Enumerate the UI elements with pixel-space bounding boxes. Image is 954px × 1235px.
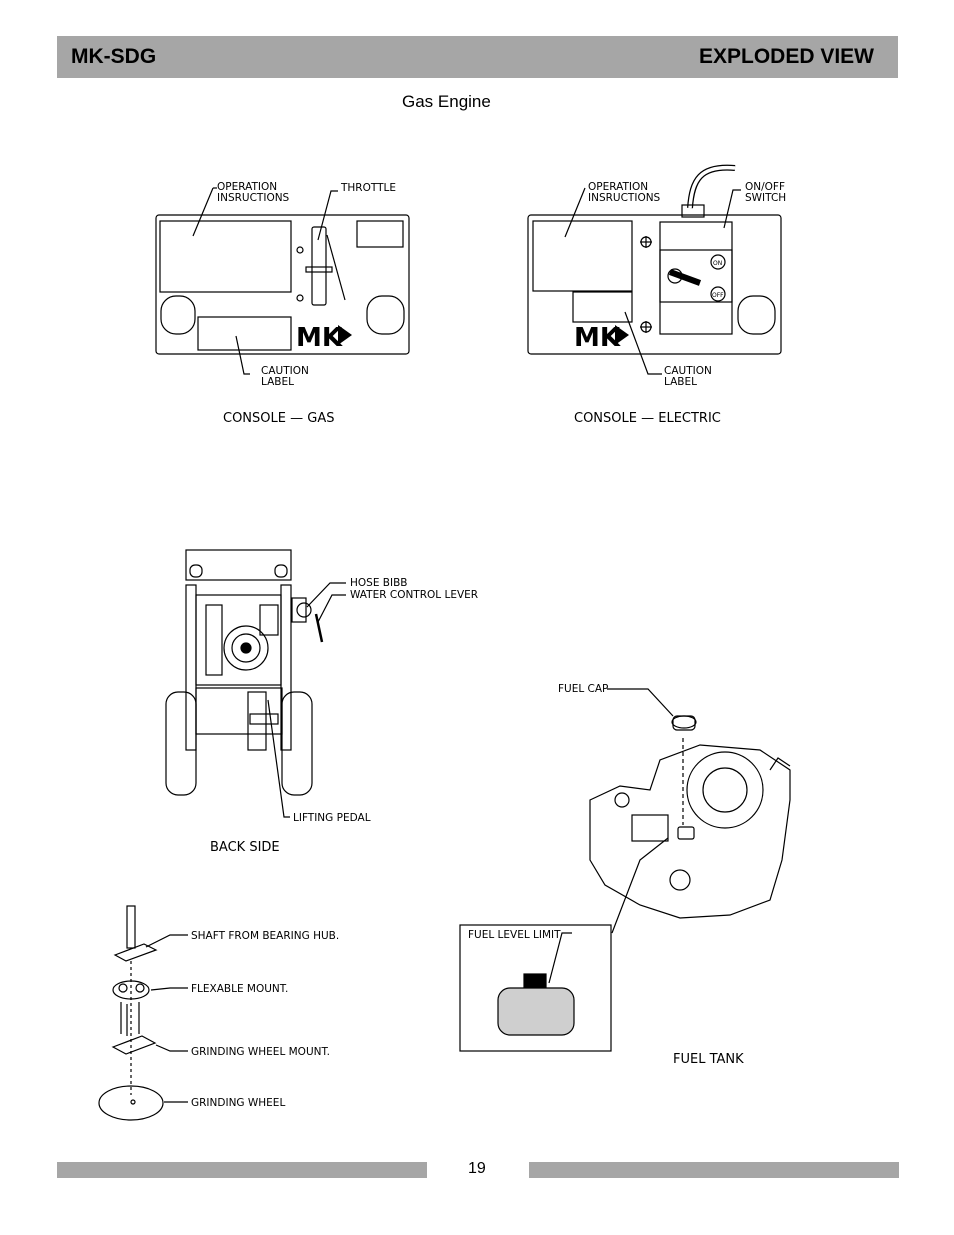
console-gas: MK OPERATION INSRUCTIONS THROTTLE CAUTIO… xyxy=(155,181,410,426)
page-subtitle: Gas Engine xyxy=(402,92,491,111)
caption-console-electric: CONSOLE — ELECTRIC xyxy=(574,411,721,426)
wheel-assembly: SHAFT FROM BEARING HUB. FLEXABLE MOUNT. … xyxy=(98,905,339,1121)
label-lifting-pedal: LIFTING PEDAL xyxy=(293,812,371,824)
back-side-view: HOSE BIBB WATER CONTROL LEVER LIFTING PE… xyxy=(165,549,478,855)
footer-bar-left xyxy=(57,1162,427,1178)
page-number: 19 xyxy=(468,1160,486,1177)
label-caution: CAUTION xyxy=(261,365,309,377)
footer-bar-right xyxy=(529,1162,899,1178)
label-grinding-wheel: GRINDING WHEEL xyxy=(191,1097,285,1109)
label-operation: OPERATION xyxy=(217,181,277,193)
label-water-control-lever: WATER CONTROL LEVER xyxy=(350,589,478,601)
label-shaft: SHAFT FROM BEARING HUB. xyxy=(191,930,339,942)
label-on: ON xyxy=(713,260,722,267)
mk-logo-text: MK xyxy=(296,323,343,353)
label-instructions: INSRUCTIONS xyxy=(217,192,290,204)
label-hose-bibb: HOSE BIBB xyxy=(350,577,408,589)
engine-fuel-tank: FUEL CAP xyxy=(558,683,791,934)
label-on-off: ON/OFF xyxy=(745,181,785,193)
label-caution: CAUTION xyxy=(664,365,712,377)
label-grinding-wheel-mount: GRINDING WHEEL MOUNT. xyxy=(191,1046,330,1058)
mk-logo-electric: MK xyxy=(574,323,629,353)
label-throttle: THROTTLE xyxy=(340,182,396,194)
label-operation: OPERATION xyxy=(588,181,648,193)
model-title: MK-SDG xyxy=(71,45,157,68)
caption-console-gas: CONSOLE — GAS xyxy=(223,411,334,426)
label-instructions: INSRUCTIONS xyxy=(588,192,661,204)
label-caution-label: LABEL xyxy=(664,376,697,388)
label-flexable-mount: FLEXABLE MOUNT. xyxy=(191,983,288,995)
label-fuel-level-limit: FUEL LEVEL LIMIT xyxy=(468,929,561,941)
mk-logo-text: MK xyxy=(574,323,621,353)
section-title: EXPLODED VIEW xyxy=(698,45,874,68)
label-caution-label: LABEL xyxy=(261,376,294,388)
label-off: OFF xyxy=(712,292,724,299)
caption-back-side: BACK SIDE xyxy=(210,840,280,855)
mk-logo-gas: MK xyxy=(296,323,352,353)
console-electric: ON OFF MK OPERATION INSRUCTIONS ON/OFF S… xyxy=(527,164,786,426)
label-switch: SWITCH xyxy=(745,192,786,204)
caption-fuel-tank: FUEL TANK xyxy=(673,1052,744,1067)
header-bar: MK-SDG EXPLODED VIEW xyxy=(57,36,898,78)
label-fuel-cap: FUEL CAP xyxy=(558,683,608,695)
fuel-level-inset: FUEL LEVEL LIMIT FUEL TANK xyxy=(459,924,744,1067)
